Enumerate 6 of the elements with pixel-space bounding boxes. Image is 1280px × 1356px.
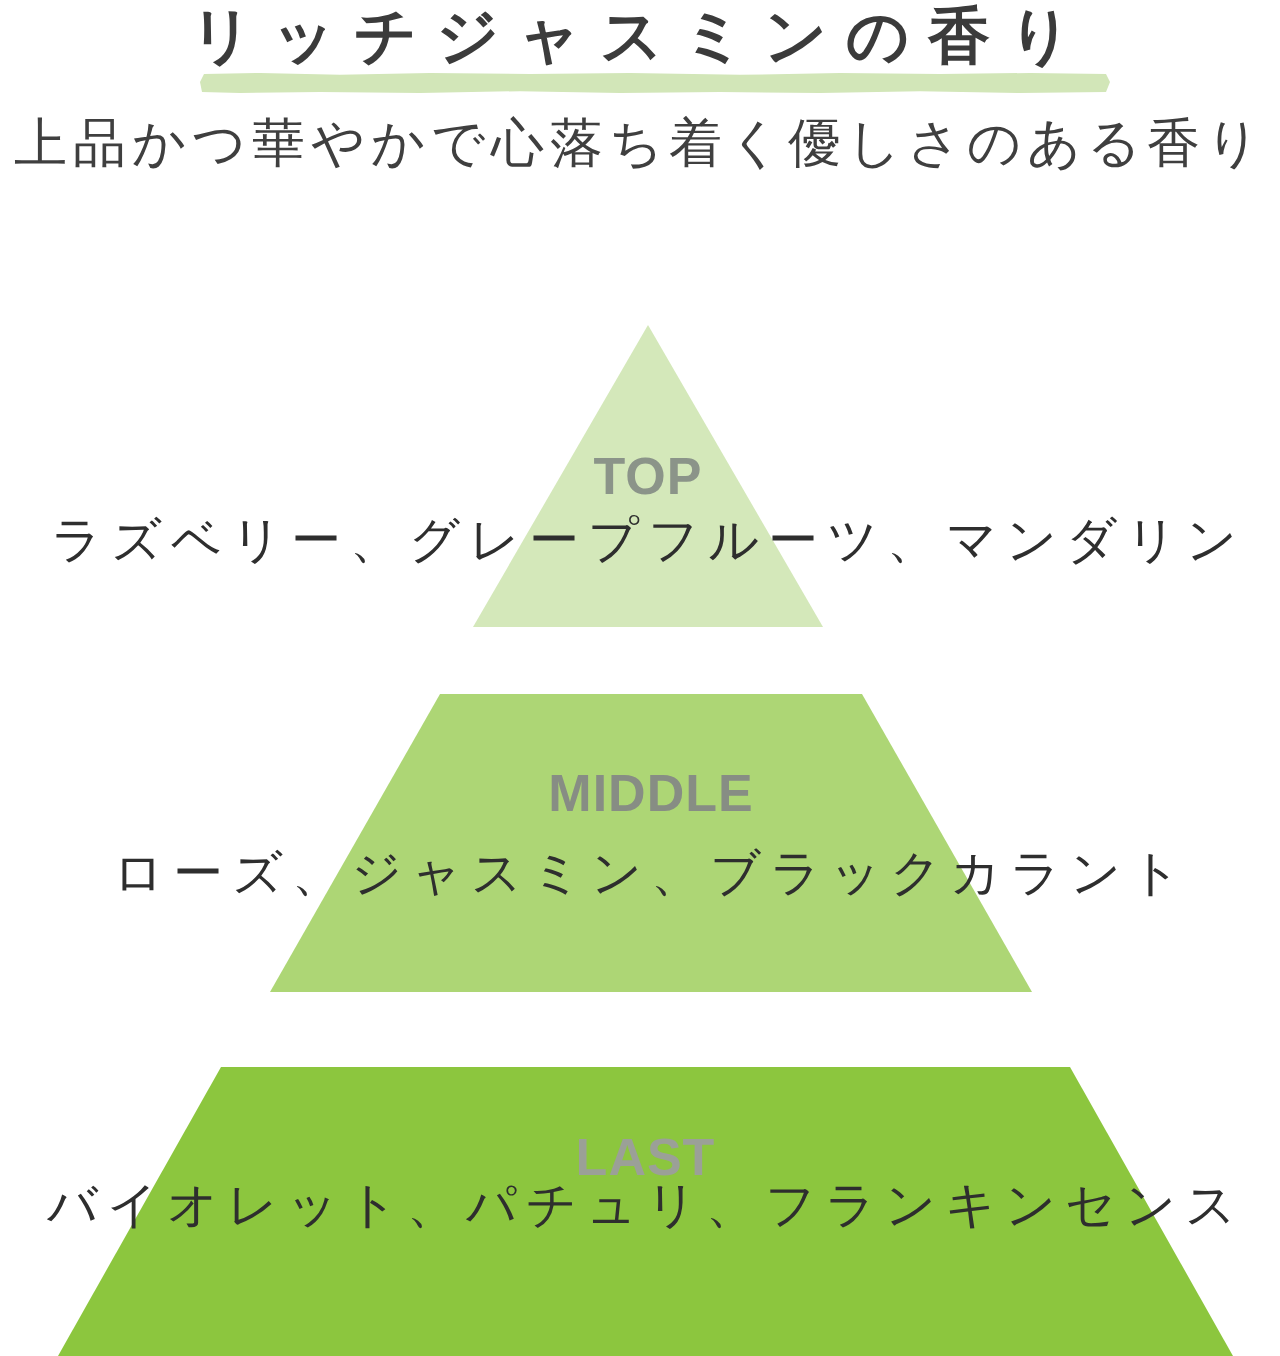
tier-heading: LAST	[575, 1128, 716, 1186]
tier-heading: TOP	[593, 447, 703, 505]
title: リッチジャスミンの香り	[189, 0, 1091, 72]
subtitle: 上品かつ華やかで心落ち着く優しさのある香り	[14, 112, 1266, 174]
tier-heading: MIDDLE	[548, 764, 754, 822]
note-list: ラズベリー、グレープフルーツ、マンダリン	[50, 511, 1246, 569]
